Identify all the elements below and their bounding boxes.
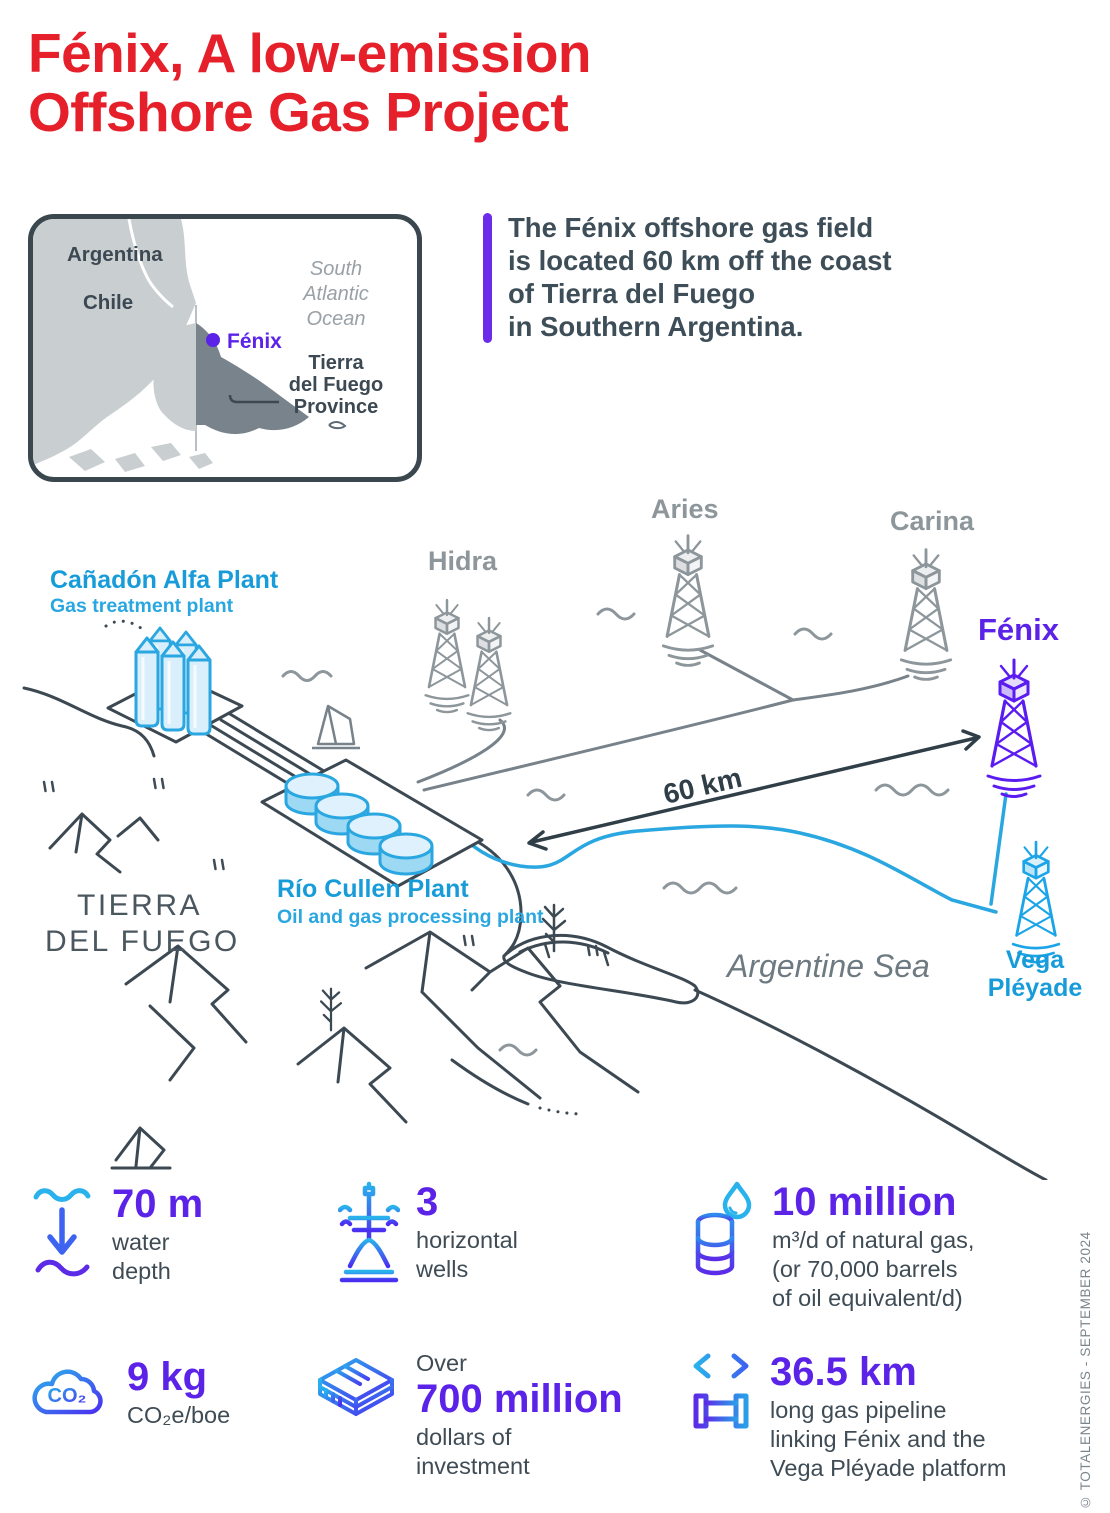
map-province-pointer — [228, 394, 279, 404]
map-illustration: Argentina Chile South Atlantic Ocean Fén… — [33, 219, 383, 472]
map-label-province-1: Tierra — [308, 352, 364, 374]
map-small-island — [328, 421, 347, 430]
stat-text: 70 m water depth — [112, 1182, 203, 1286]
hidra-label: Hidra — [428, 546, 498, 576]
onshore-pipes — [201, 712, 344, 802]
stat-value: 700 million — [416, 1377, 623, 1421]
region-label-line1: TIERRA — [77, 889, 202, 922]
tree-icon — [319, 987, 343, 1032]
stat-text: 36.5 km long gas pipeline linking Fénix … — [770, 1350, 1006, 1483]
stat-pre: Over — [416, 1350, 467, 1376]
stat-text: 3 horizontal wells — [416, 1180, 518, 1284]
map-land-patagonia — [33, 219, 196, 465]
stat-line: (or 70,000 barrels — [772, 1256, 958, 1282]
intro-text: The Fénix offshore gas field is located … — [508, 211, 892, 343]
vega-label-line2: Pléyade — [988, 974, 1083, 1002]
aries-label: Aries — [651, 494, 719, 524]
co2-icon-text: CO₂ — [48, 1385, 87, 1407]
map-tierra-west — [153, 323, 196, 431]
stat-gas-production: 10 million m³/d of natural gas, (or 70,0… — [690, 1180, 974, 1313]
map-label-province-2: del Fuego — [289, 374, 383, 396]
page-title-line1: Fénix, A low-emission — [28, 22, 592, 84]
map-label-ocean-1: South — [310, 258, 362, 280]
money-stack-icon — [318, 1358, 394, 1416]
gas-barrel-icon — [695, 1181, 752, 1276]
hidra-platform-icon — [424, 598, 470, 714]
region-label-line2: DEL FUEGO — [45, 925, 240, 958]
pipeline-icon — [693, 1353, 749, 1429]
stat-value: 70 m — [112, 1182, 204, 1226]
carina-platform-icon — [899, 548, 953, 681]
stat-text: Over 700 million dollars of investment — [416, 1350, 623, 1481]
sea-waves — [281, 607, 950, 1057]
rio-plant-subtitle: Oil and gas processing plant — [277, 906, 544, 928]
offshore-diagram: 60 km Cañadón Alfa Plant Gas treatment p… — [22, 494, 1083, 1180]
gray-pipelines — [416, 648, 910, 792]
hidra-platform-icon — [466, 616, 512, 732]
stat-line: investment — [416, 1453, 530, 1479]
map-islands — [69, 443, 213, 472]
stat-line: of oil equivalent/d) — [772, 1285, 963, 1311]
stat-line: horizontal — [416, 1227, 518, 1253]
canadon-plant-title: Cañadón Alfa Plant — [50, 566, 279, 594]
vega-pleyade-platform-icon — [1011, 840, 1061, 964]
intro-accent-bar — [483, 213, 492, 343]
stat-value: 9 kg — [127, 1355, 208, 1399]
stat-line: dollars of — [416, 1424, 512, 1450]
canadon-silos — [134, 626, 212, 736]
stat-line: water — [112, 1229, 170, 1255]
stat-line: linking Fénix and the — [770, 1426, 986, 1452]
map-tierra-province — [196, 323, 309, 435]
blue-pipelines — [400, 792, 1008, 914]
boat-icon — [312, 704, 360, 750]
rio-plant-title: Río Cullen Plant — [277, 875, 469, 903]
credit-text: © TOTALENERGIES - SEPTEMBER 2024 — [1078, 1231, 1093, 1510]
stat-value: 3 — [416, 1180, 439, 1224]
map-label-province-3: Province — [294, 396, 378, 418]
wellhead-icon — [338, 1181, 400, 1283]
stat-line: CO₂e/boe — [127, 1402, 231, 1428]
stat-line: depth — [112, 1258, 171, 1284]
stat-water-depth: 70 m water depth — [30, 1182, 203, 1286]
canadon-plant-subtitle: Gas treatment plant — [50, 595, 234, 617]
stat-line: m³/d of natural gas, — [772, 1227, 975, 1253]
co2-cloud-icon: CO₂ — [32, 1369, 103, 1415]
distance-arrow — [527, 729, 981, 851]
stat-pipeline: 36.5 km long gas pipeline linking Fénix … — [688, 1350, 1006, 1483]
stat-line: Vega Pléyade platform — [770, 1455, 1007, 1481]
stat-wells: 3 horizontal wells — [338, 1180, 518, 1286]
page-title: Fénix, A low-emission Offshore Gas Proje… — [28, 22, 592, 143]
carina-label: Carina — [890, 506, 975, 536]
mountains — [48, 812, 640, 1170]
fenix-label: Fénix — [978, 612, 1060, 647]
water-depth-icon — [33, 1188, 91, 1277]
intro-line: is located 60 km off the coast — [508, 245, 892, 276]
stat-text: 9 kg CO₂e/boe — [127, 1355, 230, 1430]
intro-line: in Southern Argentina. — [508, 311, 804, 342]
stat-value: 10 million — [772, 1180, 957, 1224]
map-inset: Argentina Chile South Atlantic Ocean Fén… — [28, 214, 422, 482]
fenix-platform-icon — [986, 658, 1042, 799]
stat-text: 10 million m³/d of natural gas, (or 70,0… — [772, 1180, 974, 1313]
intro-line: of Tierra del Fuego — [508, 278, 756, 309]
map-label-ocean-3: Ocean — [307, 308, 366, 330]
vega-label-line1: Vega — [1006, 946, 1065, 974]
fenix-location-dot — [206, 333, 220, 347]
map-label-argentina: Argentina — [67, 243, 163, 266]
stat-emissions: CO₂ 9 kg CO₂e/boe — [25, 1355, 230, 1430]
map-label-chile: Chile — [83, 291, 133, 314]
map-label-ocean-2: Atlantic — [302, 283, 369, 305]
aries-platform-icon — [661, 534, 715, 667]
map-border-argentina-chile — [127, 219, 174, 309]
stat-line: long gas pipeline — [770, 1397, 947, 1423]
sea-label: Argentine Sea — [725, 948, 930, 984]
stat-investment: Over 700 million dollars of investment — [312, 1350, 623, 1481]
page-title-line2: Offshore Gas Project — [28, 81, 569, 143]
intro-line: The Fénix offshore gas field — [508, 212, 874, 243]
stat-line: wells — [416, 1256, 469, 1282]
stat-value: 36.5 km — [770, 1350, 917, 1394]
map-label-fenix: Fénix — [227, 330, 282, 353]
